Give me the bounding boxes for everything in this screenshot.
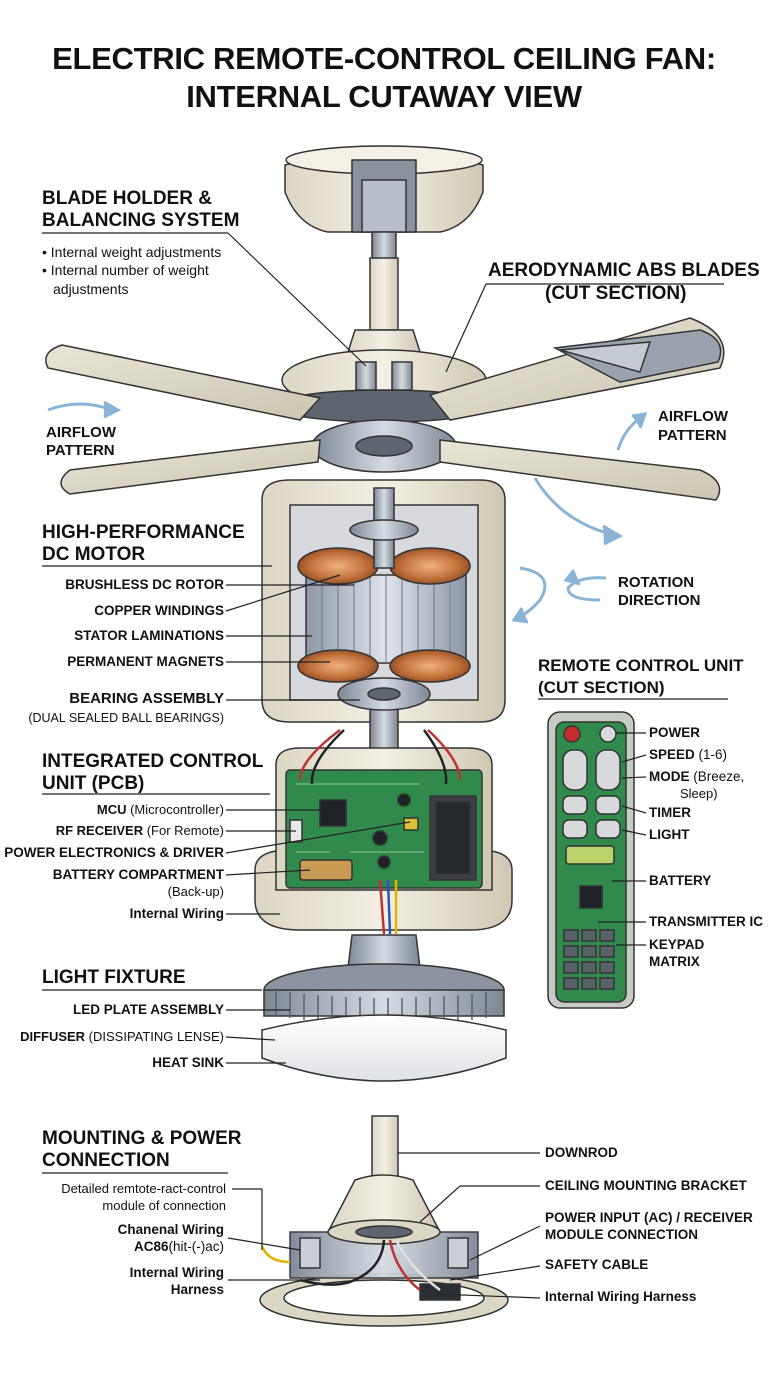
- diagram-title-line2: INTERNAL CUTAWAY VIEW: [186, 79, 582, 114]
- rotation-arrows: [511, 566, 607, 624]
- label-chanenal-wiring: Chanenal Wiring: [117, 1222, 224, 1237]
- label-permanent-magnets: PERMANENT MAGNETS: [67, 654, 224, 669]
- remote-label-power: POWER: [649, 725, 701, 740]
- label-diffuser: DIFFUSER (DISSIPATING LENSE): [20, 1029, 224, 1045]
- label-detail-module-2: module of connection: [102, 1198, 226, 1213]
- mounting-heading: MOUNTING & POWER: [42, 1128, 242, 1149]
- remote-label-speed-bold: SPEED: [649, 747, 695, 762]
- control-unit-heading: INTEGRATED CONTROL: [42, 751, 264, 772]
- remote-label-timer: TIMER: [649, 805, 691, 820]
- fan-blades: [45, 317, 725, 501]
- control-housing: [254, 729, 513, 935]
- control-unit-heading-2: UNIT (PCB): [42, 773, 145, 794]
- diagram-title-line1: ELECTRIC REMOTE-CONTROL CEILING FAN:: [52, 41, 716, 76]
- label-internal-wiring: Internal Wiring: [129, 906, 224, 921]
- top-canopy: [284, 145, 484, 261]
- rotation-label: ROTATION: [618, 574, 695, 591]
- label-downrod: DOWNROD: [545, 1145, 618, 1160]
- remote-heading: REMOTE CONTROL UNIT: [538, 656, 744, 675]
- label-stator-laminations: STATOR LAMINATIONS: [74, 628, 224, 643]
- motor-heading-2: DC MOTOR: [42, 544, 146, 565]
- label-mcu-rest: (Microcontroller): [126, 802, 224, 817]
- airflow-left-label: AIRFLOW: [46, 424, 116, 441]
- remote-label-keypad-2: MATRIX: [649, 954, 700, 969]
- label-battery-compartment: BATTERY COMPARTMENT: [52, 867, 224, 882]
- remote-label-transmitter: TRANSMITTER IC: [649, 914, 763, 929]
- airflow-right-label: AIRFLOW: [658, 408, 728, 425]
- blade-holder-heading-2: BALANCING SYSTEM: [42, 210, 240, 231]
- remote-label-mode: MODE (Breeze,: [649, 769, 744, 785]
- label-chanenal-ac-rest: (hit-(-)ac): [168, 1239, 225, 1254]
- remote-control: [547, 711, 635, 1009]
- remote-label-keypad: KEYPAD: [649, 937, 705, 952]
- label-mcu-bold: MCU: [96, 802, 127, 817]
- airflow-arrows: [47, 400, 648, 546]
- motor-housing: [261, 479, 506, 761]
- label-detail-module: Detailed remtote-ract-control: [61, 1181, 226, 1196]
- light-heading: LIGHT FIXTURE: [42, 967, 186, 988]
- blade-holder-bullet-1: • Internal weight adjustments: [42, 244, 222, 260]
- remote-label-speed-rest: (1-6): [694, 747, 728, 762]
- blades-heading: AERODYNAMIC ABS BLADES: [488, 260, 760, 281]
- remote-label-mode-rest: (Breeze,: [689, 769, 745, 784]
- label-harness-right: Internal Wiring Harness: [545, 1289, 697, 1304]
- label-power-electronics: POWER ELECTRONICS & DRIVER: [4, 845, 224, 860]
- mounting-assembly: [259, 1115, 509, 1327]
- label-power-input-2: MODULE CONNECTION: [545, 1227, 698, 1242]
- mounting-heading-2: CONNECTION: [42, 1150, 170, 1171]
- label-rf-bold: RF RECEIVER: [55, 823, 144, 838]
- label-rf-receiver: RF RECEIVER (For Remote): [56, 823, 224, 839]
- blades-heading-2: (CUT SECTION): [545, 283, 687, 304]
- blade-holder-bullet-2-cont: adjustments: [53, 281, 129, 297]
- remote-label-light: LIGHT: [649, 827, 690, 842]
- remote-label-battery: BATTERY: [649, 873, 712, 888]
- remote-label-mode-rest2: Sleep): [680, 786, 718, 801]
- label-bearing-assembly: BEARING ASSEMBLY: [69, 690, 224, 707]
- label-mcu: MCU (Microcontroller): [97, 802, 224, 818]
- label-brushless-rotor: BRUSHLESS DC ROTOR: [65, 577, 224, 592]
- label-chanenal-wiring-2: AC86(hit-(-)ac): [134, 1239, 224, 1255]
- remote-label-mode-bold: MODE: [649, 769, 690, 784]
- label-diffuser-bold: DIFFUSER: [20, 1029, 86, 1044]
- leader-lines: [42, 232, 728, 1299]
- blade-holder-bullet-2: • Internal number of weight: [42, 262, 209, 278]
- label-diffuser-rest: (DISSIPATING LENSE): [85, 1029, 224, 1044]
- label-copper-windings: COPPER WINDINGS: [94, 603, 224, 618]
- downrod: [346, 257, 422, 353]
- label-rf-rest: (For Remote): [143, 823, 224, 838]
- airflow-right-label-2: PATTERN: [658, 427, 727, 444]
- label-ceiling-bracket: CEILING MOUNTING BRACKET: [545, 1178, 747, 1193]
- label-safety-cable: SAFETY CABLE: [545, 1257, 649, 1272]
- label-heat-sink: HEAT SINK: [152, 1055, 224, 1070]
- label-power-input: POWER INPUT (AC) / RECEIVER: [545, 1210, 753, 1225]
- blade-holder-heading: BLADE HOLDER &: [42, 188, 212, 209]
- label-bearing-sub: (DUAL SEALED BALL BEARINGS): [28, 711, 224, 725]
- label-wiring-harness: Internal Wiring: [129, 1265, 224, 1280]
- rotation-label-2: DIRECTION: [618, 592, 701, 609]
- remote-heading-2: (CUT SECTION): [538, 678, 665, 697]
- light-fixture: [261, 934, 507, 1082]
- label-led-plate: LED PLATE ASSEMBLY: [72, 1002, 224, 1017]
- label-chanenal-ac-bold: AC86: [133, 1239, 169, 1254]
- label-wiring-harness-2: Harness: [170, 1282, 224, 1297]
- airflow-left-label-2: PATTERN: [46, 442, 115, 459]
- remote-label-speed: SPEED (1-6): [649, 747, 727, 763]
- label-battery-sub: (Back-up): [167, 884, 224, 899]
- motor-heading: HIGH-PERFORMANCE: [42, 522, 245, 543]
